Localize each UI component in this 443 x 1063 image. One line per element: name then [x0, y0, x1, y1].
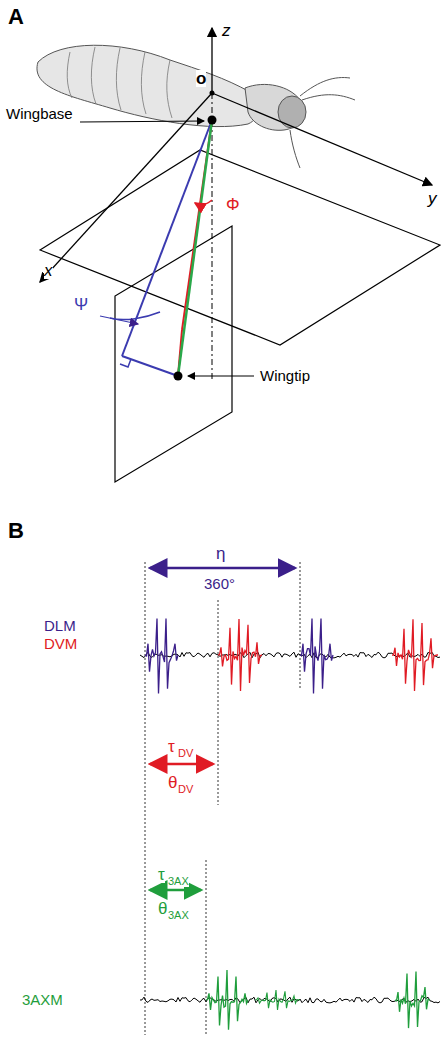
insect-body	[37, 45, 355, 168]
horizontal-plane	[40, 150, 440, 345]
phi-angle-arc	[195, 200, 212, 205]
wingbase-point	[208, 116, 217, 125]
axis-label: y	[428, 190, 437, 207]
period-arrow	[150, 567, 295, 570]
leader-line	[188, 376, 254, 377]
phase-subscript: 3AX	[168, 910, 189, 921]
signal-name: 3AXM	[22, 992, 63, 1007]
axis-label: x	[44, 262, 53, 279]
axis-label: z	[222, 22, 231, 39]
phase-subscript: DV	[178, 784, 193, 795]
3axm-spike	[395, 972, 430, 1029]
dvm-spike	[392, 619, 438, 691]
delay-subscript: DV	[178, 748, 193, 759]
leader-line	[80, 121, 204, 122]
point-label: Wingtip	[260, 368, 310, 383]
3ax-delay-arrow	[150, 889, 201, 892]
dvm-spike	[218, 619, 262, 691]
wingtip-point	[174, 372, 183, 381]
angle-label: Ψ	[74, 296, 88, 313]
abdomen-segments	[67, 47, 172, 118]
signal-name: DVM	[44, 636, 77, 651]
y-axis	[212, 93, 432, 185]
dlm-spike	[300, 619, 333, 694]
vertical-plane	[115, 226, 232, 482]
phase-symbol: θ	[158, 900, 167, 917]
angle-label: Φ	[226, 196, 240, 213]
vertical-reference	[212, 93, 213, 380]
z-axis	[211, 28, 212, 93]
signal-name: DLM	[44, 618, 76, 633]
point-label: Wingbase	[6, 106, 73, 121]
panel-letter: B	[8, 520, 24, 542]
delay-subscript: 3AX	[168, 876, 189, 887]
timing-guides	[145, 562, 300, 1035]
panel-letter: A	[8, 6, 24, 28]
period-symbol: η	[216, 545, 225, 562]
psi-angle-arc	[110, 312, 160, 320]
dlm-spike	[145, 619, 178, 694]
wing-vector	[178, 120, 212, 376]
period-value: 360°	[204, 576, 235, 591]
3axm-spike	[255, 990, 300, 1010]
3axm-spike	[206, 970, 248, 1030]
origin-label: o	[196, 70, 206, 87]
wing-projection-line	[122, 120, 212, 356]
delay-symbol: τ	[158, 866, 165, 883]
delay-symbol: τ	[168, 738, 175, 755]
dv-delay-arrow	[150, 763, 213, 766]
phase-symbol: θ	[168, 774, 177, 791]
